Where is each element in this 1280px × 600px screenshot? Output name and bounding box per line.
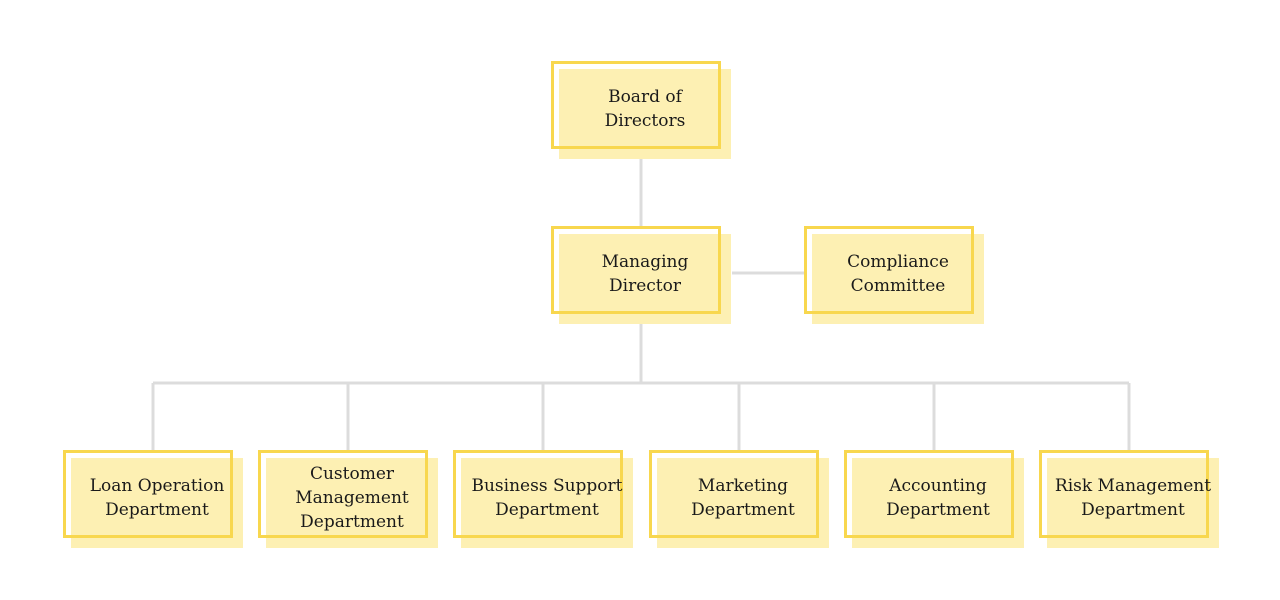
node-border [258, 450, 428, 538]
node-border [453, 450, 623, 538]
node-fill [1047, 458, 1219, 548]
node-border [1039, 450, 1209, 538]
node-fill [559, 234, 731, 324]
node-fill [852, 458, 1024, 548]
node-fill [266, 458, 438, 548]
node-border [804, 226, 974, 314]
node-border [551, 226, 721, 314]
node-border [551, 61, 721, 149]
node-fill [71, 458, 243, 548]
node-fill [461, 458, 633, 548]
node-border [649, 450, 819, 538]
node-border [844, 450, 1014, 538]
node-fill [812, 234, 984, 324]
node-border [63, 450, 233, 538]
node-fill [657, 458, 829, 548]
node-fill [559, 69, 731, 159]
